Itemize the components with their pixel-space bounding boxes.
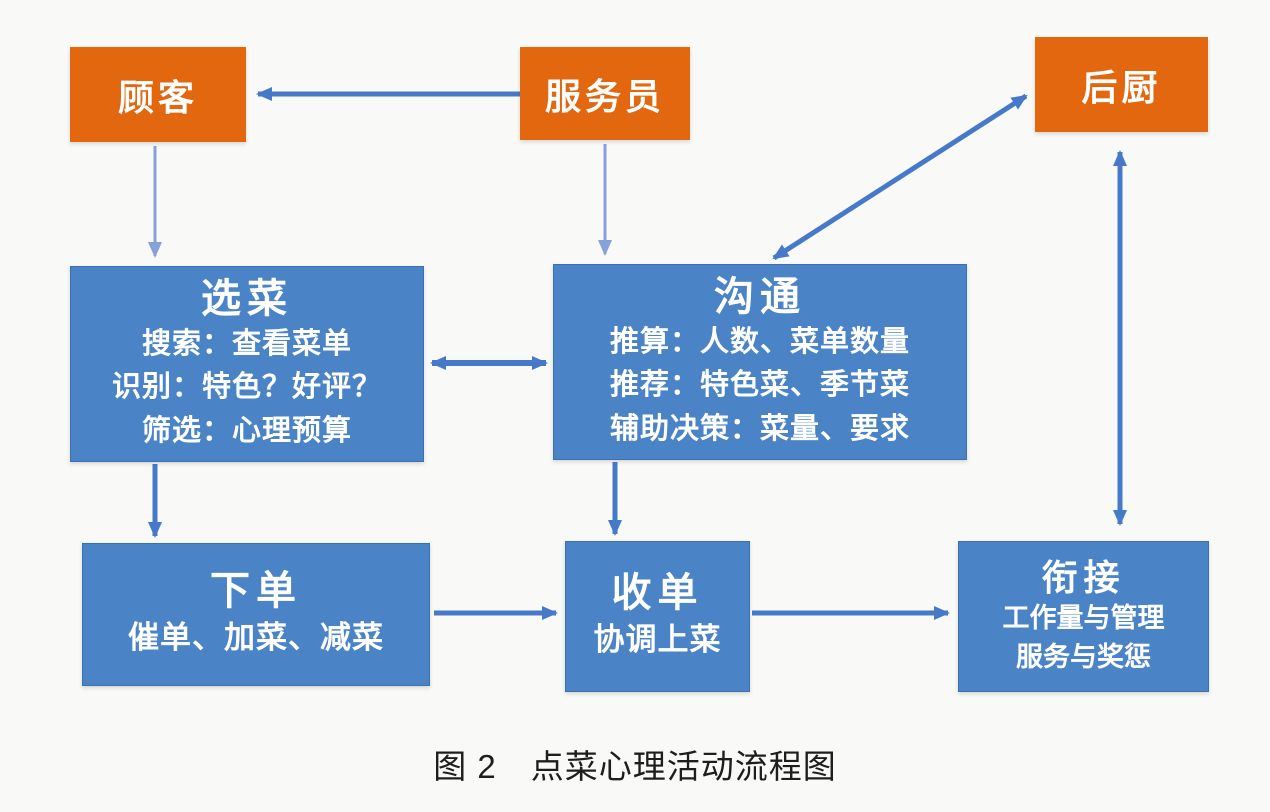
figure-caption: 图 2 点菜心理活动流程图 [433,748,837,785]
node-place-order: 下单 催单、加菜、减菜 [82,543,430,686]
node-receive-order-line: 协调上菜 [593,622,722,658]
node-receive-order: 收单 协调上菜 [565,541,750,692]
node-handoff-title: 衔接 [1041,556,1126,598]
node-place-order-title: 下单 [210,569,302,614]
node-communicate: 沟通 推算：人数、菜单数量 推荐：特色菜、季节菜 辅助决策：菜量、要求 [553,264,967,460]
node-select-dish: 选菜 搜索：查看菜单 识别：特色？好评？ 筛选：心理预算 [70,266,424,462]
node-place-order-line: 催单、加菜、减菜 [128,620,384,656]
node-handoff-line: 工作量与管理 [1002,602,1165,633]
node-handoff: 衔接 工作量与管理 服务与奖惩 [958,541,1209,692]
node-receive-order-title: 收单 [611,571,704,616]
node-waiter-label: 服务员 [544,75,665,117]
node-select-dish-line: 搜索：查看菜单 [141,327,352,360]
node-communicate-title: 沟通 [714,274,806,319]
node-select-dish-title: 选菜 [201,276,293,321]
node-kitchen: 后厨 [1035,37,1208,132]
node-communicate-line: 推算：人数、菜单数量 [609,325,910,358]
node-customer-label: 顾客 [117,76,198,118]
node-kitchen-label: 后厨 [1081,66,1162,108]
node-handoff-line: 服务与奖惩 [1016,642,1151,673]
node-communicate-line: 推荐：特色菜、季节菜 [609,369,910,402]
node-select-dish-line: 识别：特色？好评？ [111,371,382,404]
node-communicate-line: 辅助决策：菜量、要求 [609,412,910,445]
arrow-communicate-kitchen-double [772,93,1028,261]
node-customer: 顾客 [70,47,246,142]
node-waiter: 服务员 [520,47,690,140]
node-select-dish-line: 筛选：心理预算 [141,414,352,447]
